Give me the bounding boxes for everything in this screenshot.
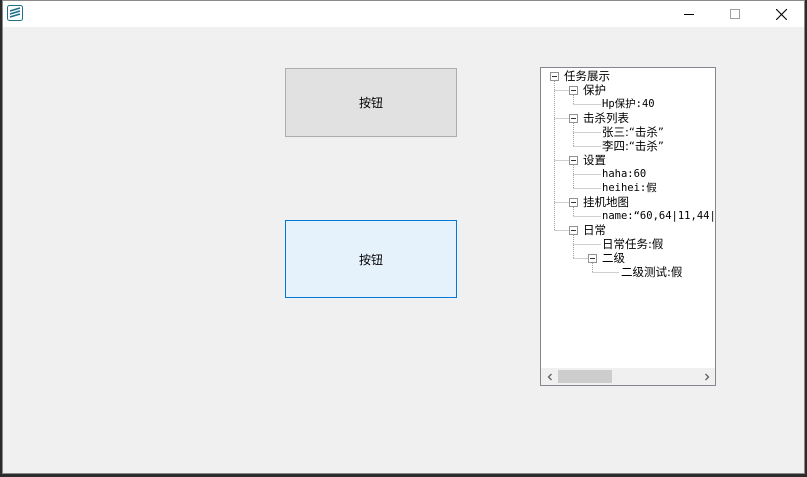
horizontal-scrollbar[interactable]	[541, 368, 715, 385]
tree-node-protect[interactable]: 保护	[583, 83, 606, 97]
button-1[interactable]: 按钮	[285, 68, 457, 137]
close-button[interactable]	[758, 1, 804, 27]
tree-node-settings-heihei[interactable]: heihei:假	[602, 182, 657, 194]
tree-node-daily[interactable]: 日常	[583, 223, 606, 237]
tree-node-root[interactable]: 任务展示	[564, 69, 610, 83]
tree-node-kill-zhangsan[interactable]: 张三:“击杀”	[602, 125, 664, 139]
tree-node-hang-map-name[interactable]: name:“60,64|11,44|	[602, 210, 716, 222]
scrollbar-thumb[interactable]	[558, 370, 612, 383]
button-1-label: 按钮	[358, 96, 383, 110]
tree-node-settings[interactable]: 设置	[583, 153, 606, 167]
button-2[interactable]: 按钮	[285, 220, 457, 298]
close-icon	[775, 8, 787, 20]
tree-node-kill-list[interactable]: 击杀列表	[583, 111, 629, 125]
scroll-right-button[interactable]	[698, 368, 715, 385]
maximize-icon	[730, 9, 740, 19]
scroll-left-arrow-icon	[547, 373, 552, 380]
title-bar[interactable]	[3, 1, 804, 27]
button-2-label: 按钮	[358, 252, 383, 267]
tree-node-kill-lisi[interactable]: 李四:“击杀”	[602, 139, 664, 153]
scroll-left-button[interactable]	[541, 368, 558, 385]
minimize-button[interactable]	[666, 1, 712, 27]
scroll-right-arrow-icon	[704, 373, 709, 380]
minimize-icon	[684, 14, 694, 15]
app-icon	[7, 5, 23, 21]
tree-lines	[550, 72, 619, 273]
tree-node-hang-map[interactable]: 挂机地图	[583, 195, 629, 209]
maximize-button[interactable]	[712, 1, 758, 27]
tree-node-level2[interactable]: 二级	[602, 251, 625, 265]
tree-node-level2-test[interactable]: 二级测试:假	[621, 265, 683, 279]
tree-node-protect-hp[interactable]: Hp保护:40	[602, 98, 655, 110]
task-tree-view[interactable]: 任务展示 保护 Hp保护:40 击杀列表 张三:“击杀” 李四:“击杀” 设置 …	[540, 67, 716, 386]
tree-node-daily-task[interactable]: 日常任务:假	[602, 237, 664, 251]
tree-node-settings-haha[interactable]: haha:60	[602, 168, 647, 180]
